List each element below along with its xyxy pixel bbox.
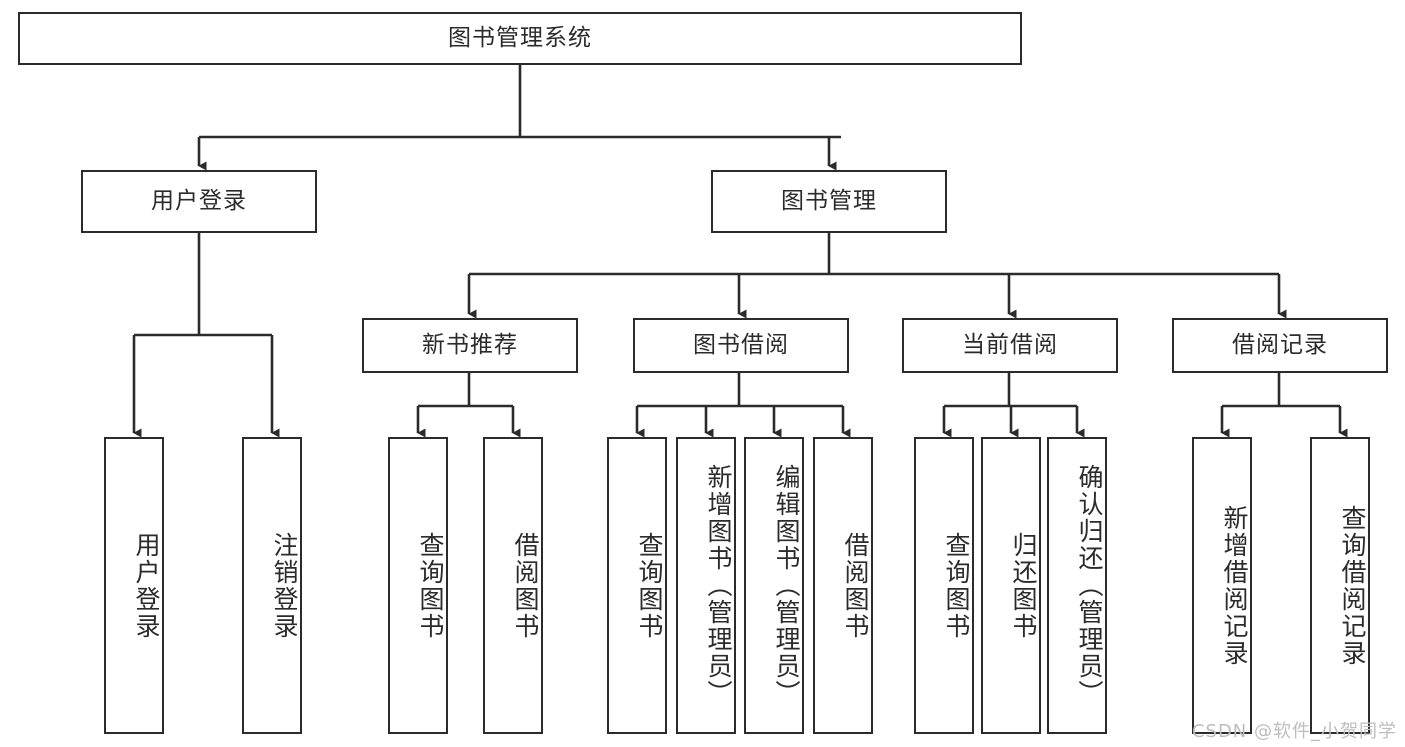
leaf-label: 注销登录 [270, 531, 299, 640]
node-root-system: 图书管理系统 [18, 12, 1022, 65]
leaf-book-borrow-edit: 编辑图书（管理员） [744, 437, 804, 734]
leaf-label: 新增借阅记录 [1220, 504, 1249, 667]
leaf-new-book-borrow: 借阅图书 [483, 437, 543, 734]
leaf-label: 查询图书 [416, 531, 445, 640]
leaf-label: 确认归还（管理员） [1075, 464, 1104, 707]
leaf-borrow-record-query: 查询借阅记录 [1310, 437, 1370, 734]
leaf-label: 编辑图书（管理员） [772, 464, 801, 707]
leaf-user-login-login: 用户登录 [104, 437, 164, 734]
leaf-label: 新增图书（管理员） [704, 464, 733, 707]
leaf-label: 用户登录 [132, 531, 161, 640]
leaf-label: 借阅图书 [841, 531, 870, 640]
leaf-book-borrow-query: 查询图书 [607, 437, 667, 734]
node-book-borrow: 图书借阅 [633, 318, 849, 373]
node-user-login: 用户登录 [81, 170, 317, 233]
leaf-user-login-logout: 注销登录 [242, 437, 302, 734]
leaf-current-borrow-confirm-return: 确认归还（管理员） [1047, 437, 1107, 734]
node-current-borrow: 当前借阅 [902, 318, 1118, 373]
leaf-label: 查询图书 [942, 531, 971, 640]
leaf-book-borrow-add: 新增图书（管理员） [676, 437, 736, 734]
node-new-book-recommend: 新书推荐 [362, 318, 578, 373]
leaf-current-borrow-query: 查询图书 [914, 437, 974, 734]
leaf-borrow-record-add: 新增借阅记录 [1192, 437, 1252, 734]
leaf-label: 查询借阅记录 [1338, 504, 1367, 667]
leaf-label: 查询图书 [635, 531, 664, 640]
leaf-current-borrow-return: 归还图书 [981, 437, 1041, 734]
leaf-book-borrow-borrow: 借阅图书 [813, 437, 873, 734]
leaf-label: 借阅图书 [511, 531, 540, 640]
leaf-label: 归还图书 [1009, 531, 1038, 640]
node-borrow-record: 借阅记录 [1172, 318, 1388, 373]
node-book-management: 图书管理 [711, 170, 947, 233]
leaf-new-book-query: 查询图书 [388, 437, 448, 734]
